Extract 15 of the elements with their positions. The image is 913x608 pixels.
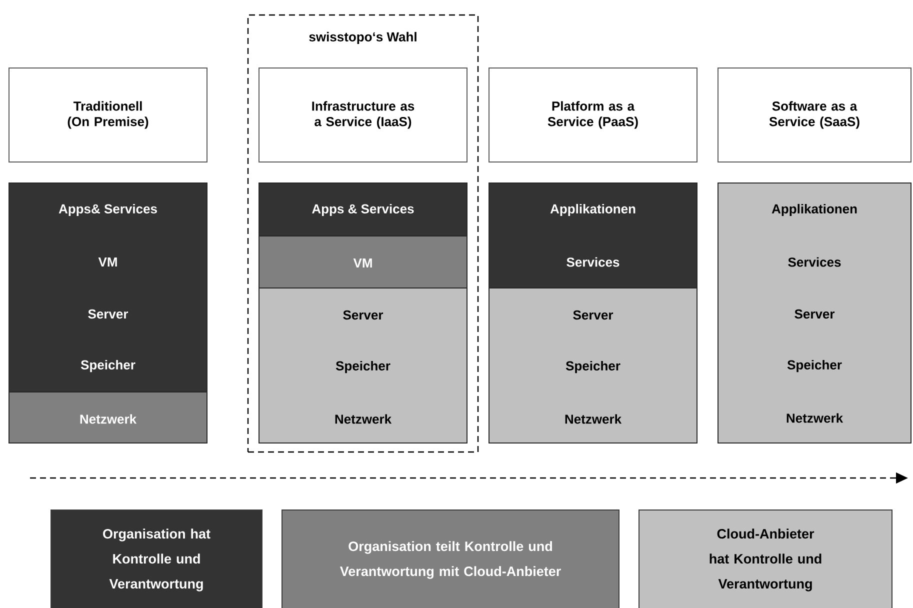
layer-band: Applikationen Services <box>488 182 698 288</box>
layer-band: VM <box>258 236 468 288</box>
layer-band: Applikationen Services Server Speicher Netzwerk <box>718 182 912 444</box>
legend-box: Cloud-Anbieter hat Kontrolle und Verantwortung <box>638 510 892 608</box>
service-header-box: Platform as a Service (PaaS) <box>488 68 698 162</box>
legend-box: Organisation teilt Kontrolle und Verantwortung mit Cloud-Anbieter <box>282 510 620 608</box>
service-header-box: Traditionell (On Premise) <box>8 68 208 162</box>
service-header-box: Infrastructure as a Service (IaaS) <box>258 68 468 162</box>
layer-band: Server Speicher Netzwerk <box>258 288 468 444</box>
service-header-box: Software as a Service (SaaS) <box>718 68 912 162</box>
layer-band: Server Speicher Netzwerk <box>488 288 698 444</box>
layer-band: Apps & Services <box>258 182 468 236</box>
layer-band: Apps& Services VM Server Speicher <box>8 182 208 392</box>
layer-band: Netzwerk <box>8 392 208 444</box>
legend-box: Organisation hat Kontrolle und Verantwortung <box>50 510 262 608</box>
